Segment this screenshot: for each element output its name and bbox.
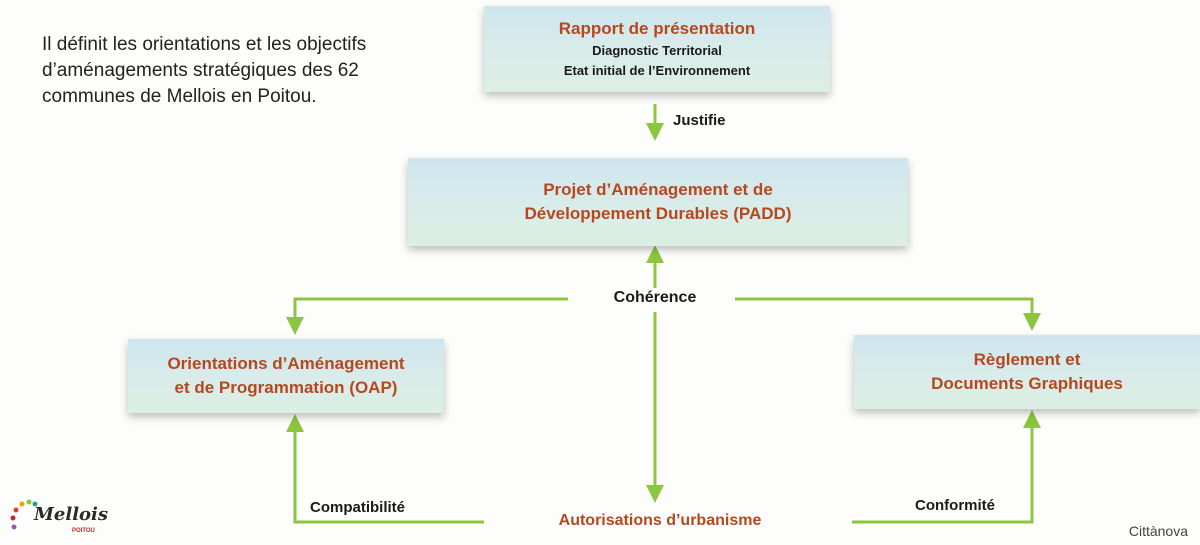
label-coherence: Cohérence [613,289,697,306]
logo-name: Mellois [34,504,109,525]
oap-box: Orientations d’Aménagement et de Program… [128,339,444,413]
mellois-logo: Mellois POITOU [8,496,118,542]
padd-line-2: Développement Durables (PADD) [524,204,792,223]
padd-line-1: Projet d’Aménagement et de [543,180,773,199]
label-compatibilite: Compatibilité [310,499,406,516]
reglement-box: Règlement et Documents Graphiques [854,335,1200,409]
intro-text: Il définit les orientations et les objec… [42,34,367,107]
logo-rays-icon [10,499,38,530]
rapport-title: Rapport de présentation [558,19,756,38]
oap-line-1: Orientations d’Aménagement [167,354,405,373]
reglement-line-1: Règlement et [973,350,1081,369]
arrow-compatibilite [286,414,484,524]
logo-sub: POITOU [72,528,95,534]
reglement-line-2: Documents Graphiques [931,374,1123,393]
rapport-presentation-box: Rapport de présentation Diagnostic Terri… [484,6,830,92]
label-justifie: Justifie [673,112,726,129]
credit-cittanova: Cittànova [1128,523,1188,539]
rapport-line-1: Diagnostic Territorial [592,43,722,58]
arrow-coherence-left [286,297,568,335]
rapport-line-2: Etat initial de l’Environnement [563,63,751,78]
arrow-conformite [852,410,1041,524]
label-conformite: Conformité [915,497,995,514]
label-autorisations-urbanisme: Autorisations d’urbanisme [558,512,762,529]
padd-box: Projet d’Aménagement et de Développement… [408,158,908,246]
oap-line-2: et de Programmation (OAP) [174,378,398,397]
arrow-coherence-right [735,297,1041,331]
